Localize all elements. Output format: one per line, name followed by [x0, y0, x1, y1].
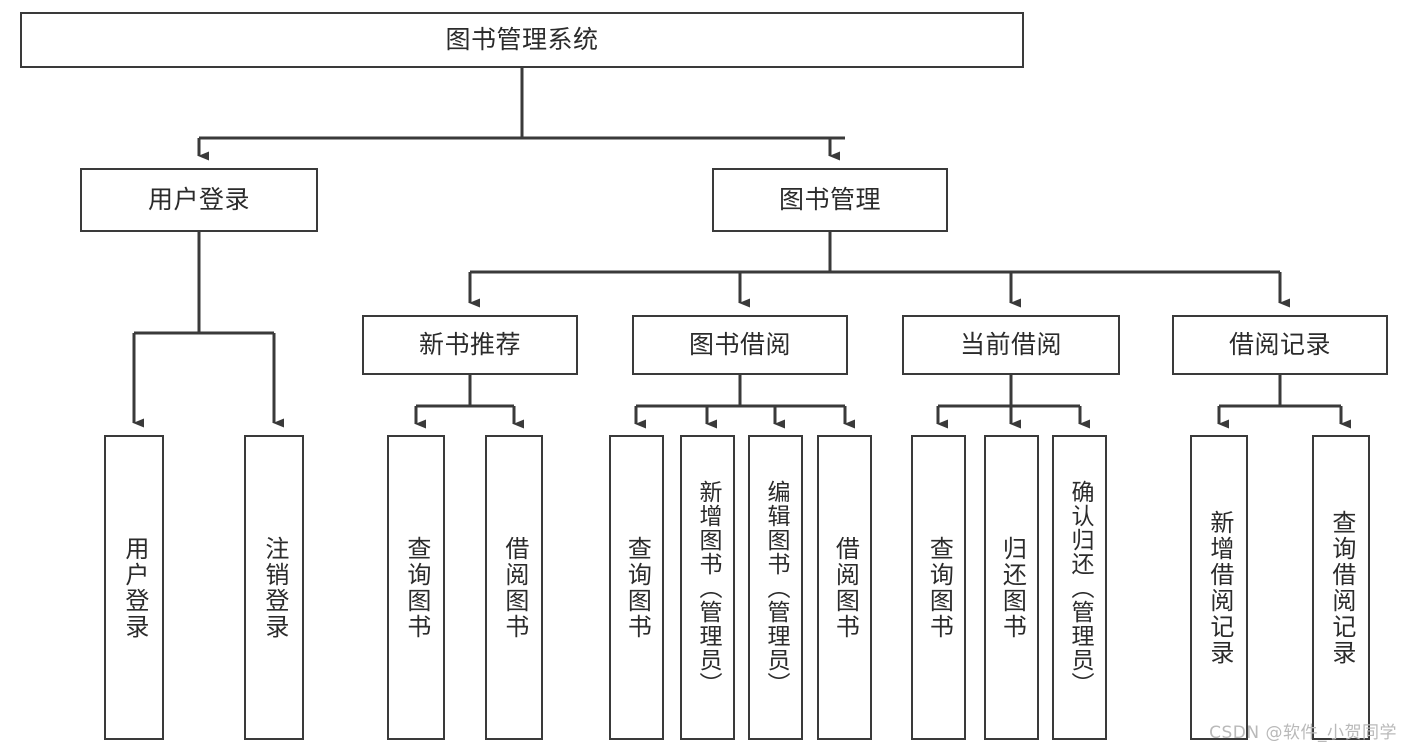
node-leaf-add-book-label: 新增图书（管理员） — [694, 479, 721, 696]
node-leaf-add-record-label: 新增借阅记录 — [1205, 509, 1234, 666]
node-leaf-query-record[interactable]: 查询借阅记录 — [1312, 435, 1370, 740]
node-leaf-add-book[interactable]: 新增图书（管理员） — [680, 435, 735, 740]
node-leaf-logout[interactable]: 注销登录 — [244, 435, 304, 740]
node-book-manage-label: 图书管理 — [778, 184, 881, 214]
node-leaf-query-book-current[interactable]: 查询图书 — [911, 435, 966, 740]
node-leaf-query-record-label: 查询借阅记录 — [1327, 509, 1356, 666]
node-leaf-query-book-recommend-label: 查询图书 — [402, 535, 431, 640]
node-leaf-borrow-book[interactable]: 借阅图书 — [817, 435, 872, 740]
node-current-borrow[interactable]: 当前借阅 — [902, 315, 1120, 375]
node-borrow-record-label: 借阅记录 — [1228, 329, 1331, 359]
node-borrow-record[interactable]: 借阅记录 — [1172, 315, 1388, 375]
csdn-watermark: CSDN @软件_小贺同学 — [1209, 723, 1397, 743]
node-leaf-return-book-label: 归还图书 — [998, 535, 1027, 640]
node-leaf-confirm-return[interactable]: 确认归还（管理员） — [1052, 435, 1107, 740]
node-leaf-borrow-book-recommend[interactable]: 借阅图书 — [485, 435, 543, 740]
node-new-book-recommend[interactable]: 新书推荐 — [362, 315, 578, 375]
node-leaf-query-book-borrow[interactable]: 查询图书 — [609, 435, 664, 740]
node-leaf-user-login[interactable]: 用户登录 — [104, 435, 164, 740]
node-leaf-logout-label: 注销登录 — [260, 535, 289, 640]
node-user-login[interactable]: 用户登录 — [80, 168, 318, 232]
node-leaf-return-book[interactable]: 归还图书 — [984, 435, 1039, 740]
node-leaf-borrow-book-label: 借阅图书 — [831, 535, 860, 640]
node-new-book-recommend-label: 新书推荐 — [418, 329, 521, 359]
node-leaf-add-record[interactable]: 新增借阅记录 — [1190, 435, 1248, 740]
node-user-login-label: 用户登录 — [147, 184, 250, 214]
node-leaf-query-book-recommend[interactable]: 查询图书 — [387, 435, 445, 740]
node-root-label: 图书管理系统 — [445, 24, 599, 54]
node-book-manage[interactable]: 图书管理 — [712, 168, 948, 232]
node-leaf-user-login-label: 用户登录 — [120, 535, 149, 640]
node-root[interactable]: 图书管理系统 — [20, 12, 1024, 68]
node-leaf-query-book-borrow-label: 查询图书 — [623, 535, 652, 640]
node-book-borrow[interactable]: 图书借阅 — [632, 315, 848, 375]
node-leaf-confirm-return-label: 确认归还（管理员） — [1066, 479, 1093, 696]
node-book-borrow-label: 图书借阅 — [688, 329, 791, 359]
node-leaf-edit-book-label: 编辑图书（管理员） — [762, 479, 789, 696]
node-leaf-query-book-current-label: 查询图书 — [925, 535, 954, 640]
node-leaf-edit-book[interactable]: 编辑图书（管理员） — [748, 435, 803, 740]
node-leaf-borrow-book-recommend-label: 借阅图书 — [500, 535, 529, 640]
node-current-borrow-label: 当前借阅 — [959, 329, 1062, 359]
